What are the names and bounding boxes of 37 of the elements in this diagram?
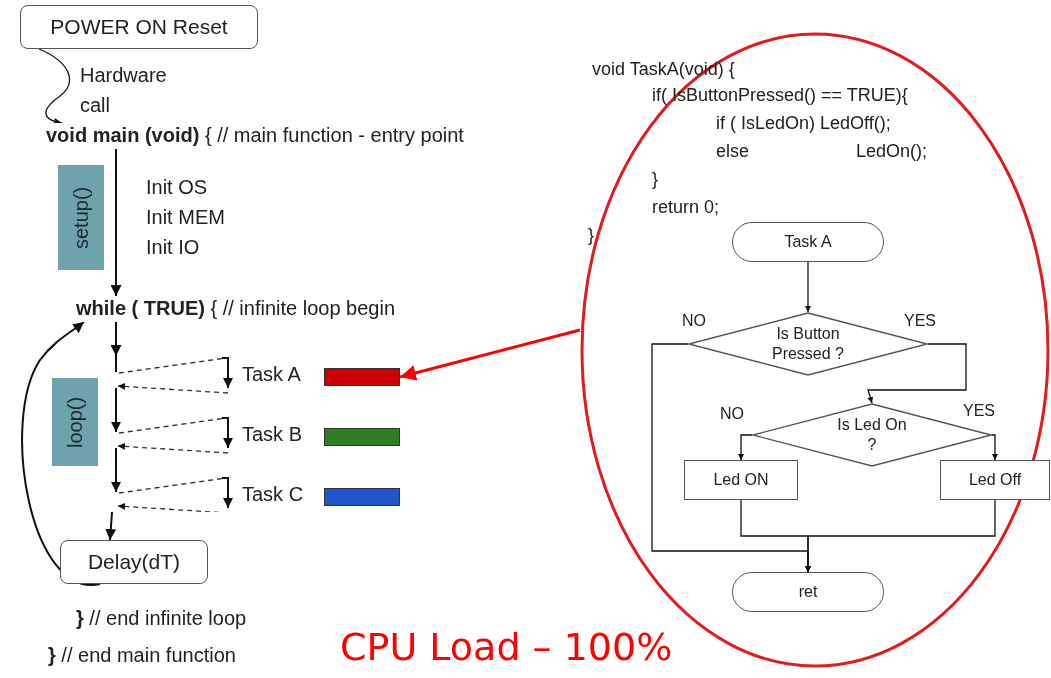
task-label: Task B <box>242 422 303 446</box>
task-label: Task A <box>242 362 301 386</box>
code-line: else <box>716 140 750 162</box>
start-box: POWER ON Reset <box>20 5 258 49</box>
task-label: Task C <box>242 482 304 506</box>
code-line: if ( IsLedOn) LedOff(); <box>716 112 891 134</box>
color-bar <box>324 428 400 446</box>
arrow <box>805 261 811 313</box>
arrow <box>805 499 996 573</box>
loop-arrow <box>21 321 101 586</box>
arrow <box>110 321 122 357</box>
pointer-arrow <box>399 328 581 381</box>
terminal-box: ret <box>732 572 884 612</box>
code-line: return 0; <box>652 196 720 218</box>
caption: CPU Load – 100% <box>340 624 673 670</box>
code-line: } // end main function <box>48 643 236 667</box>
color-bar <box>324 368 400 386</box>
init-step: Init OS <box>146 175 208 199</box>
delay-box: Delay(dT) <box>60 540 208 584</box>
function-band: setup() <box>58 165 104 270</box>
arrow <box>991 434 998 461</box>
process-box: Led Off <box>940 460 1050 500</box>
arrow <box>738 434 753 461</box>
arrow <box>38 48 71 126</box>
code-line: } <box>588 224 594 246</box>
init-step: Init IO <box>146 235 200 259</box>
arrow <box>867 343 967 404</box>
process-box: Led ON <box>684 460 798 500</box>
code-line: } // end infinite loop <box>76 606 247 630</box>
init-step: Init MEM <box>146 205 225 229</box>
color-bar <box>324 488 400 506</box>
arrow <box>105 511 117 541</box>
terminal-box: Task A <box>732 222 884 262</box>
function-band: loop() <box>52 378 98 466</box>
code-line: } <box>652 168 658 190</box>
code-line: LedOn(); <box>856 140 928 162</box>
arrow <box>110 148 122 297</box>
